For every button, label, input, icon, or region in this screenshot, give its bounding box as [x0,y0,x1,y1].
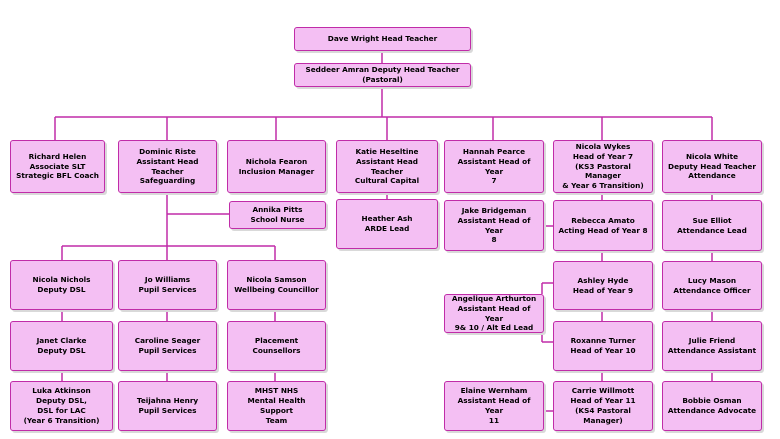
node-nicola-nichols: Nicola Nichols Deputy DSL [10,260,113,310]
node-rebecca-amato: Rebecca Amato Acting Head of Year 8 [553,200,653,251]
node-placement-counsellors: Placement Counsellors [227,321,326,371]
node-hannah-pearce: Hannah Pearce Assistant Head of Year 7 [444,140,544,193]
node-nichola-fearon: Nichola Fearon Inclusion Manager [227,140,326,193]
node-teijahna-henry: Teijahna Henry Pupil Services [118,381,217,431]
node-bobbie-osman: Bobbie Osman Attendance Advocate [662,381,762,431]
node-deputy-head-pastoral: Seddeer Amran Deputy Head Teacher (Pasto… [294,63,471,87]
node-elaine-wernham: Elaine Wernham Assistant Head of Year 11 [444,381,544,431]
node-richard-helen: Richard Helen Associate SLT Strategic BF… [10,140,105,193]
node-annika-pitts: Annika Pitts School Nurse [229,201,326,229]
node-roxanne-turner: Roxanne Turner Head of Year 10 [553,321,653,371]
node-luka-atkinson: Luka Atkinson Deputy DSL, DSL for LAC (Y… [10,381,113,431]
node-katie-heseltine: Katie Heseltine Assistant Head Teacher C… [336,140,438,193]
node-nicola-white: Nicola White Deputy Head Teacher Attenda… [662,140,762,193]
node-jake-bridgeman: Jake Bridgeman Assistant Head of Year 8 [444,200,544,251]
node-julie-friend: Julie Friend Attendance Assistant [662,321,762,371]
node-ashley-hyde: Ashley Hyde Head of Year 9 [553,261,653,310]
node-janet-clarke: Janet Clarke Deputy DSL [10,321,113,371]
node-caroline-seager: Caroline Seager Pupil Services [118,321,217,371]
node-mhst-nhs: MHST NHS Mental Health Support Team [227,381,326,431]
node-jo-williams: Jo Williams Pupil Services [118,260,217,310]
node-angelique-arthurton: Angelique Arthurton Assistant Head of Ye… [444,294,544,333]
node-lucy-mason: Lucy Mason Attendance Officer [662,261,762,310]
node-nicola-wykes: Nicola Wykes Head of Year 7 (KS3 Pastora… [553,140,653,193]
node-head-teacher: Dave Wright Head Teacher [294,27,471,51]
node-sue-elliot: Sue Elliot Attendance Lead [662,200,762,251]
node-dominic-riste: Dominic Riste Assistant Head Teacher Saf… [118,140,217,193]
node-nicola-samson: Nicola Samson Wellbeing Councillor [227,260,326,310]
node-heather-ash: Heather Ash ARDE Lead [336,199,438,249]
node-carrie-willmott: Carrie Willmott Head of Year 11 (KS4 Pas… [553,381,653,431]
